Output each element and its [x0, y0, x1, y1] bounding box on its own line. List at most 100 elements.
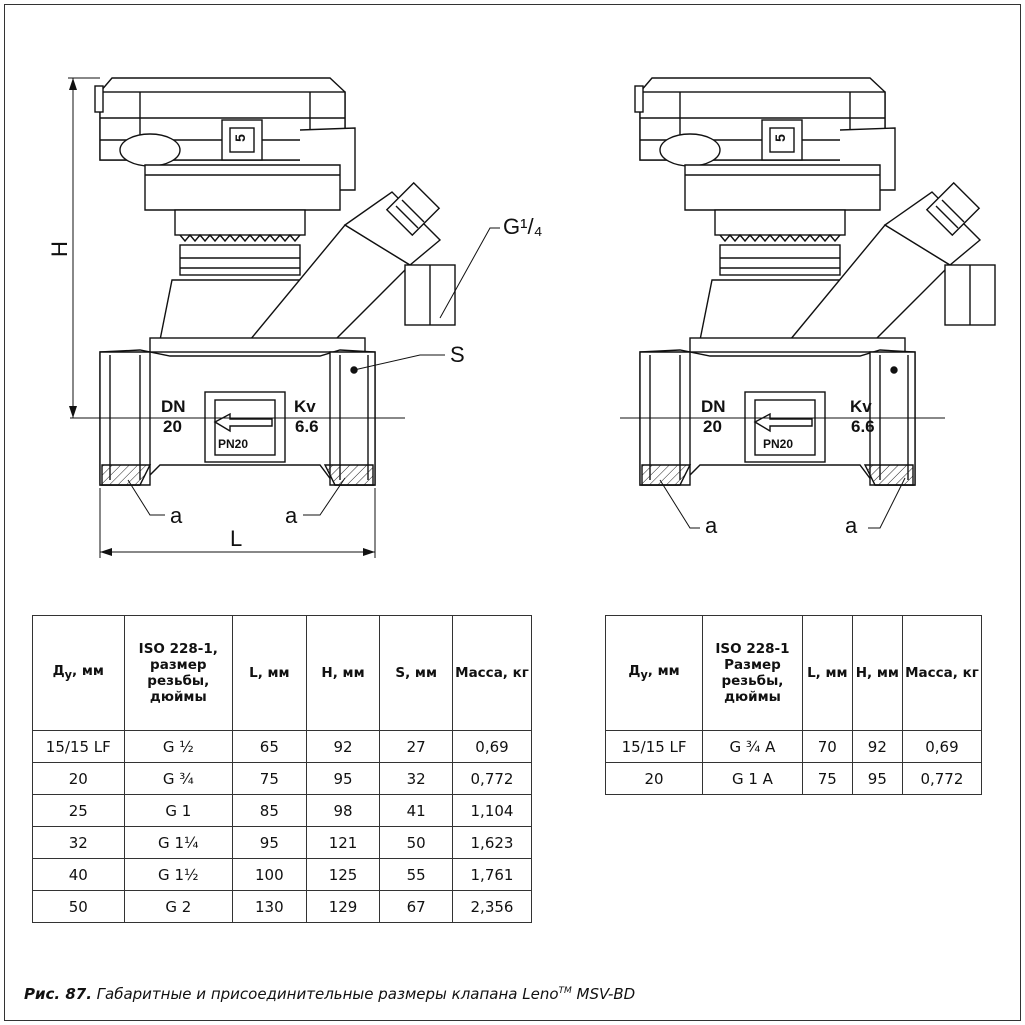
a-label-left-2: a	[285, 503, 298, 528]
header-dn-rest: , мм	[647, 662, 680, 679]
table-cell: 0,69	[452, 730, 532, 763]
header-dn-main: Д	[628, 662, 641, 679]
pn-text-left: PN20	[218, 437, 249, 451]
header-dn: Ду, мм	[604, 615, 704, 731]
header-l: L, мм	[232, 615, 307, 731]
header-s: S, мм	[379, 615, 453, 731]
table-cell: G 1	[123, 794, 234, 827]
pn-text-right: PN20	[763, 437, 794, 451]
table-cell: 55	[379, 858, 453, 891]
table-cell: 20	[604, 762, 704, 795]
table-cell: 95	[232, 826, 307, 859]
dimensions-table-right: Ду, мм ISO 228-1 Размер резьбы, дюймы L,…	[604, 615, 983, 795]
caption-tm: TM	[558, 986, 572, 996]
header-iso: ISO 228-1 Размер резьбы, дюймы	[702, 615, 803, 731]
table-cell: 27	[379, 730, 453, 763]
table-cell: 92	[851, 730, 903, 763]
port-thread-label: G¹/₄	[503, 214, 543, 239]
header-h: H, мм	[305, 615, 381, 731]
table-cell: 2,356	[452, 890, 532, 923]
table-cell: 95	[851, 762, 903, 795]
table-cell: 67	[379, 890, 453, 923]
table-cell: 0,772	[452, 762, 532, 795]
kv-value-left: 6.6	[295, 417, 319, 436]
table-cell: G ¾ A	[702, 730, 803, 763]
table-cell: 1,104	[452, 794, 532, 827]
dimensions-table-left: Ду, мм ISO 228-1, размер резьбы, дюймы L…	[32, 615, 532, 923]
header-mass: Масса, кг	[901, 615, 983, 731]
table-cell: 75	[232, 762, 307, 795]
table-cell: G 1½	[123, 858, 234, 891]
dim-l-label: L	[230, 526, 243, 551]
table-cell: 65	[232, 730, 307, 763]
dn-text-left: DN	[161, 397, 186, 416]
table-cell: 121	[305, 826, 381, 859]
knob-value-left: 5	[231, 134, 248, 142]
table-cell: 15/15 LF	[604, 730, 704, 763]
table-cell: 75	[801, 762, 853, 795]
table-cell: G ½	[123, 730, 234, 763]
table-cell: 32	[379, 762, 453, 795]
knob-value-right: 5	[771, 134, 788, 142]
valve-drawing-left	[94, 77, 456, 486]
table-cell: 100	[232, 858, 307, 891]
table-cell: 15/15 LF	[32, 730, 125, 763]
table-cell: 1,623	[452, 826, 532, 859]
table-cell: 98	[305, 794, 381, 827]
header-iso: ISO 228-1, размер резьбы, дюймы	[123, 615, 234, 731]
table-cell: 0,772	[901, 762, 983, 795]
s-label: S	[450, 342, 465, 367]
table-cell: 20	[32, 762, 125, 795]
header-dn-sub: у	[64, 668, 73, 682]
page-frame	[4, 4, 1021, 1021]
a-label-right-2: a	[845, 513, 858, 538]
header-dn: Ду, мм	[32, 615, 125, 731]
a-label-right-1: a	[705, 513, 718, 538]
dn-text-right: DN	[701, 397, 726, 416]
table-cell: 130	[232, 890, 307, 923]
table-cell: G 2	[123, 890, 234, 923]
header-dn-rest: , мм	[72, 662, 104, 679]
table-cell: 40	[32, 858, 125, 891]
technical-drawing	[68, 77, 996, 558]
table-cell: G 1 A	[702, 762, 803, 795]
caption-label: Рис. 87.	[24, 985, 92, 1003]
table-header-row: Ду, мм ISO 228-1, размер резьбы, дюймы L…	[32, 615, 532, 731]
dn-value-right: 20	[703, 417, 722, 436]
table-cell: 50	[32, 890, 125, 923]
table-cell: 125	[305, 858, 381, 891]
valve-drawing-right	[634, 77, 996, 486]
table-cell: G 1¼	[123, 826, 234, 859]
table-cell: 32	[32, 826, 125, 859]
table-cell: 41	[379, 794, 453, 827]
kv-text-left: Kv	[294, 397, 316, 416]
header-dn-main: Д	[52, 662, 65, 679]
caption-text-end: MSV-BD	[571, 985, 636, 1003]
table-cell: 129	[305, 890, 381, 923]
table-cell: 92	[305, 730, 381, 763]
header-mass: Масса, кг	[452, 615, 532, 731]
header-h: H, мм	[851, 615, 903, 731]
table-cell: 70	[801, 730, 853, 763]
header-l: L, мм	[801, 615, 853, 731]
figure-caption: Рис. 87. Габаритные и присоединительные …	[24, 985, 635, 1003]
table-cell: 1,761	[452, 858, 532, 891]
kv-text-right: Kv	[850, 397, 872, 416]
table-header-row: Ду, мм ISO 228-1 Размер резьбы, дюймы L,…	[604, 615, 983, 731]
table-cell: 0,69	[901, 730, 983, 763]
table-cell: 95	[305, 762, 381, 795]
a-label-left-1: a	[170, 503, 183, 528]
table-cell: G ¾	[123, 762, 234, 795]
kv-value-right: 6.6	[851, 417, 875, 436]
header-dn-sub: у	[640, 668, 648, 682]
caption-text: Габаритные и присоединительные размеры к…	[91, 985, 559, 1003]
dn-value-left: 20	[163, 417, 182, 436]
